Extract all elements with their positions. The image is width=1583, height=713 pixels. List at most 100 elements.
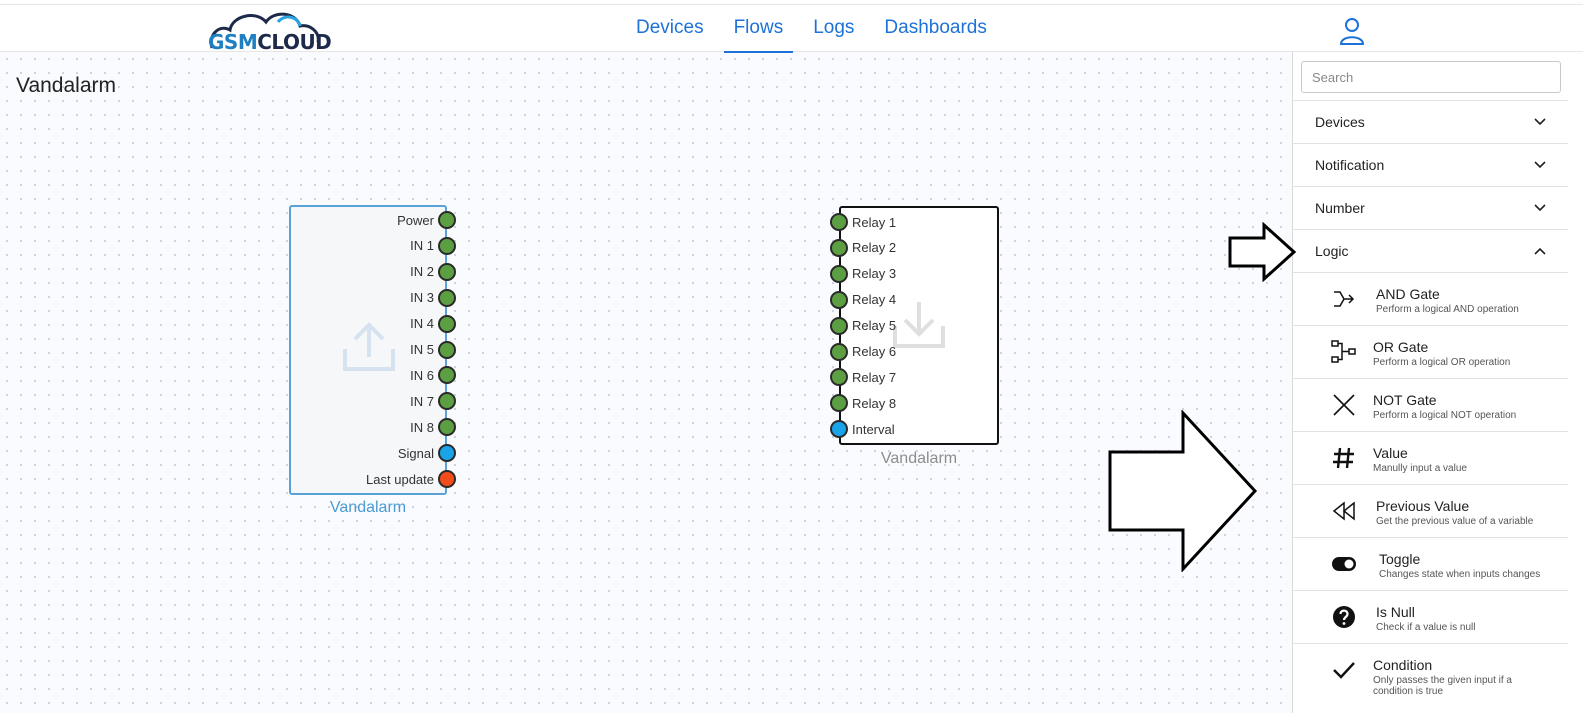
input-port[interactable] [830, 368, 848, 387]
output-port[interactable] [438, 236, 456, 255]
port-label: Relay 1 [852, 214, 897, 230]
node-palette-panel: Devices Notification Number Logic AND Ga… [1292, 52, 1568, 713]
item-desc: Only passes the given input if a conditi… [1373, 675, 1512, 697]
port-label: IN 8 [410, 419, 434, 435]
output-port[interactable] [438, 262, 456, 281]
category-logic[interactable]: Logic [1293, 229, 1568, 272]
nav-flows[interactable]: Flows [723, 5, 794, 53]
output-port-row: IN 6 [410, 366, 456, 385]
target-node[interactable]: Relay 1 Relay 2 Relay 3 Relay 4 Relay 5 Relay… [830, 206, 999, 445]
rewind-icon [1332, 501, 1355, 521]
output-port-row: IN 3 [410, 288, 456, 307]
port-label: Relay 3 [852, 266, 897, 282]
logo-gsm: GSM [208, 30, 258, 54]
port-label: IN 4 [410, 316, 434, 332]
category-devices[interactable]: Devices [1293, 100, 1568, 143]
category-number[interactable]: Number [1293, 186, 1568, 229]
palette-item-and-gate[interactable]: AND Gate Perform a logical AND operation [1293, 272, 1568, 325]
output-port[interactable] [438, 366, 456, 385]
input-port[interactable] [830, 213, 848, 231]
output-port-row: Signal [398, 444, 456, 463]
item-name: Previous Value [1376, 498, 1470, 514]
top-bar: GSMCLOUD Devices Flows Logs Dashboards [0, 4, 1583, 54]
gsmcloud-logo[interactable]: GSMCLOUD [208, 8, 353, 54]
input-port-row: Relay 8 [830, 394, 897, 413]
input-port-row: Relay 3 [830, 264, 897, 283]
output-port[interactable] [438, 444, 456, 463]
item-name: Condition [1373, 657, 1433, 673]
input-port[interactable] [830, 238, 848, 257]
output-port[interactable] [438, 288, 456, 307]
arrow-small-icon [1228, 222, 1297, 282]
item-name: OR Gate [1373, 339, 1429, 355]
input-port[interactable] [830, 290, 848, 309]
port-label: Last update [366, 471, 434, 487]
input-port-row: Interval [830, 420, 895, 439]
chevron-down-icon [1534, 161, 1546, 169]
output-port-row: IN 5 [410, 340, 456, 359]
check-icon [1333, 662, 1355, 679]
port-label: IN 3 [410, 290, 434, 306]
nav-logs[interactable]: Logs [813, 17, 855, 38]
input-port-row: Relay 1 [830, 213, 896, 231]
output-port[interactable] [438, 211, 456, 229]
nav-dashboards[interactable]: Dashboards [884, 17, 987, 38]
port-label: Interval [852, 421, 895, 437]
item-desc: Check if a value is null [1376, 622, 1476, 633]
hash-icon [1333, 447, 1354, 469]
palette-item-value[interactable]: Value Manully input a value [1293, 431, 1568, 484]
port-label: Relay 8 [852, 395, 897, 411]
chevron-down-icon [1534, 204, 1546, 212]
chevron-down-icon [1534, 118, 1546, 126]
item-name: NOT Gate [1373, 392, 1437, 408]
toggle-icon [1332, 557, 1356, 571]
palette-item-not-gate[interactable]: NOT Gate Perform a logical NOT operation [1293, 378, 1568, 431]
palette-item-condition[interactable]: Condition Only passes the given input if… [1293, 643, 1568, 713]
palette-item-toggle[interactable]: Toggle Changes state when inputs changes [1293, 537, 1568, 590]
output-port-row: IN 4 [410, 314, 456, 333]
output-port[interactable] [438, 470, 456, 488]
output-port-row: IN 2 [410, 262, 456, 281]
cloud-logo-icon [209, 12, 320, 49]
nav-devices[interactable]: Devices [636, 17, 704, 38]
main-nav: Devices Flows Logs Dashboards [626, 5, 1007, 53]
output-port[interactable] [438, 392, 456, 411]
palette-item-or-gate[interactable]: OR Gate Perform a logical OR operation [1293, 325, 1568, 378]
output-port[interactable] [438, 314, 456, 333]
port-label: Relay 4 [852, 292, 897, 308]
arrow-large-icon [1108, 410, 1258, 572]
source-node-caption: Vandalarm [329, 499, 407, 516]
port-label: IN 7 [410, 393, 434, 409]
output-port-row: Last update [366, 470, 456, 488]
search-input[interactable] [1301, 61, 1561, 93]
input-port[interactable] [830, 420, 848, 439]
input-port-row: Relay 2 [830, 238, 896, 257]
chevron-up-icon [1534, 247, 1546, 255]
input-port-row: Relay 5 [830, 316, 896, 335]
item-name: Value [1373, 445, 1408, 461]
input-port[interactable] [830, 316, 848, 335]
port-label: IN 2 [410, 264, 434, 280]
port-label: Relay 7 [852, 369, 897, 385]
port-label: IN 1 [410, 238, 434, 254]
item-name: Toggle [1379, 551, 1421, 567]
target-node-caption: Vandalarm [880, 450, 958, 467]
palette-item-previous-value[interactable]: Previous Value Get the previous value of… [1293, 484, 1568, 537]
item-name: AND Gate [1376, 286, 1440, 302]
category-notification[interactable]: Notification [1293, 143, 1568, 186]
input-port[interactable] [830, 394, 848, 413]
input-port[interactable] [830, 342, 848, 361]
palette-item-is-null[interactable]: Is Null Check if a value is null [1293, 590, 1568, 643]
output-port[interactable] [438, 340, 456, 359]
port-label: IN 5 [410, 342, 434, 357]
logo-text: GSMCLOUD [208, 30, 332, 54]
output-port[interactable] [438, 418, 456, 437]
question-icon [1333, 606, 1355, 628]
output-port-row: IN 8 [410, 418, 456, 437]
input-port[interactable] [830, 264, 848, 283]
flow-title: Vandalarm [16, 74, 116, 97]
item-desc: Get the previous value of a variable [1376, 516, 1534, 527]
user-icon[interactable] [1339, 17, 1365, 45]
